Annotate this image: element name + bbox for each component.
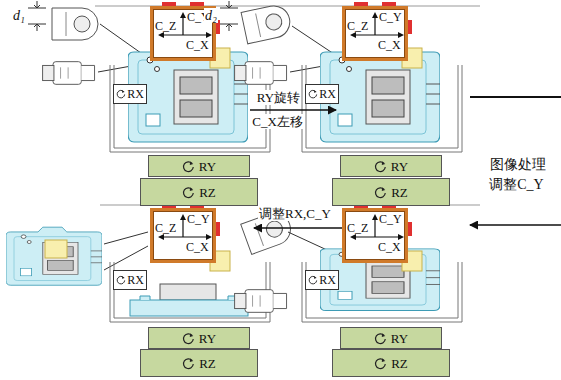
panel-4	[235, 204, 462, 322]
rotation-symbol	[182, 357, 195, 370]
rotation-symbol	[116, 275, 126, 285]
joint-box: RX	[305, 84, 339, 104]
stage-box: RY	[340, 327, 442, 349]
step-label: 调整RX,C_Y	[258, 206, 332, 221]
label-box: d₁	[12, 8, 26, 24]
camera-frame: C_Y C_Z C_X	[342, 6, 408, 61]
label-box: 图像处理 调整C_Y	[480, 155, 554, 195]
axis-label: C_Y	[187, 212, 210, 226]
panel-3	[6, 204, 270, 322]
label-box: 调整RX,C_Y	[258, 206, 332, 221]
joint-box: RX	[305, 270, 339, 290]
rotation-symbol	[374, 332, 387, 345]
rotation-symbol	[374, 160, 387, 173]
joint-box: RX	[113, 270, 147, 290]
stage-box: RY	[340, 155, 442, 177]
joint-label: RX	[127, 87, 144, 101]
stage-box: RY	[148, 327, 250, 349]
stage-box: RZ	[332, 349, 450, 377]
joint-box: RX	[113, 84, 147, 104]
panel-1	[28, 1, 270, 152]
rotation-symbol	[374, 357, 387, 370]
axis-label: C_Z	[347, 221, 368, 235]
axis-label: C_Z	[155, 221, 176, 235]
rotation-symbol	[182, 332, 195, 345]
axis-label: C_Y	[379, 212, 402, 226]
step-label: RY旋转 C_X左移	[252, 90, 304, 129]
axis-label: C_Z	[155, 19, 176, 33]
axis-label: C_X	[186, 38, 209, 52]
rotation-symbol	[116, 89, 126, 99]
camera-frame: C_Y C_Z C_X	[150, 208, 216, 263]
axis-label: C_X	[186, 240, 209, 254]
joint-label: RZ	[391, 356, 408, 371]
joint-label: RZ	[199, 356, 216, 371]
stage-box: RY	[148, 155, 250, 177]
joint-label: RY	[391, 331, 408, 346]
panel-2	[220, 1, 462, 152]
rotation-symbol	[308, 89, 318, 99]
rotation-symbol	[182, 186, 195, 199]
joint-label: RX	[319, 87, 336, 101]
joint-label: RZ	[199, 185, 216, 200]
rotation-symbol	[308, 275, 318, 285]
camera-frame: C_Y C_Z C_X	[342, 208, 408, 263]
rotation-symbol	[182, 160, 195, 173]
dimension-label: d₁	[12, 8, 26, 23]
label-box: RY旋转 C_X左移	[250, 86, 306, 134]
dimension-label: d₂	[204, 8, 218, 23]
axis-label: C_X	[378, 38, 401, 52]
stage-box: RZ	[140, 178, 258, 206]
joint-label: RX	[319, 273, 336, 287]
joint-label: RZ	[391, 185, 408, 200]
axis-label: C_Y	[379, 10, 402, 24]
stage-box: RZ	[140, 349, 258, 377]
joint-label: RY	[199, 331, 216, 346]
stage-box: RZ	[332, 178, 450, 206]
step-label: 图像处理 调整C_Y	[489, 157, 546, 192]
joint-label: RX	[127, 273, 144, 287]
axis-label: C_Z	[347, 19, 368, 33]
joint-label: RY	[199, 159, 216, 174]
joint-label: RY	[391, 159, 408, 174]
axis-label: C_X	[378, 240, 401, 254]
rotation-symbol	[374, 186, 387, 199]
label-box: d₂	[204, 8, 218, 24]
